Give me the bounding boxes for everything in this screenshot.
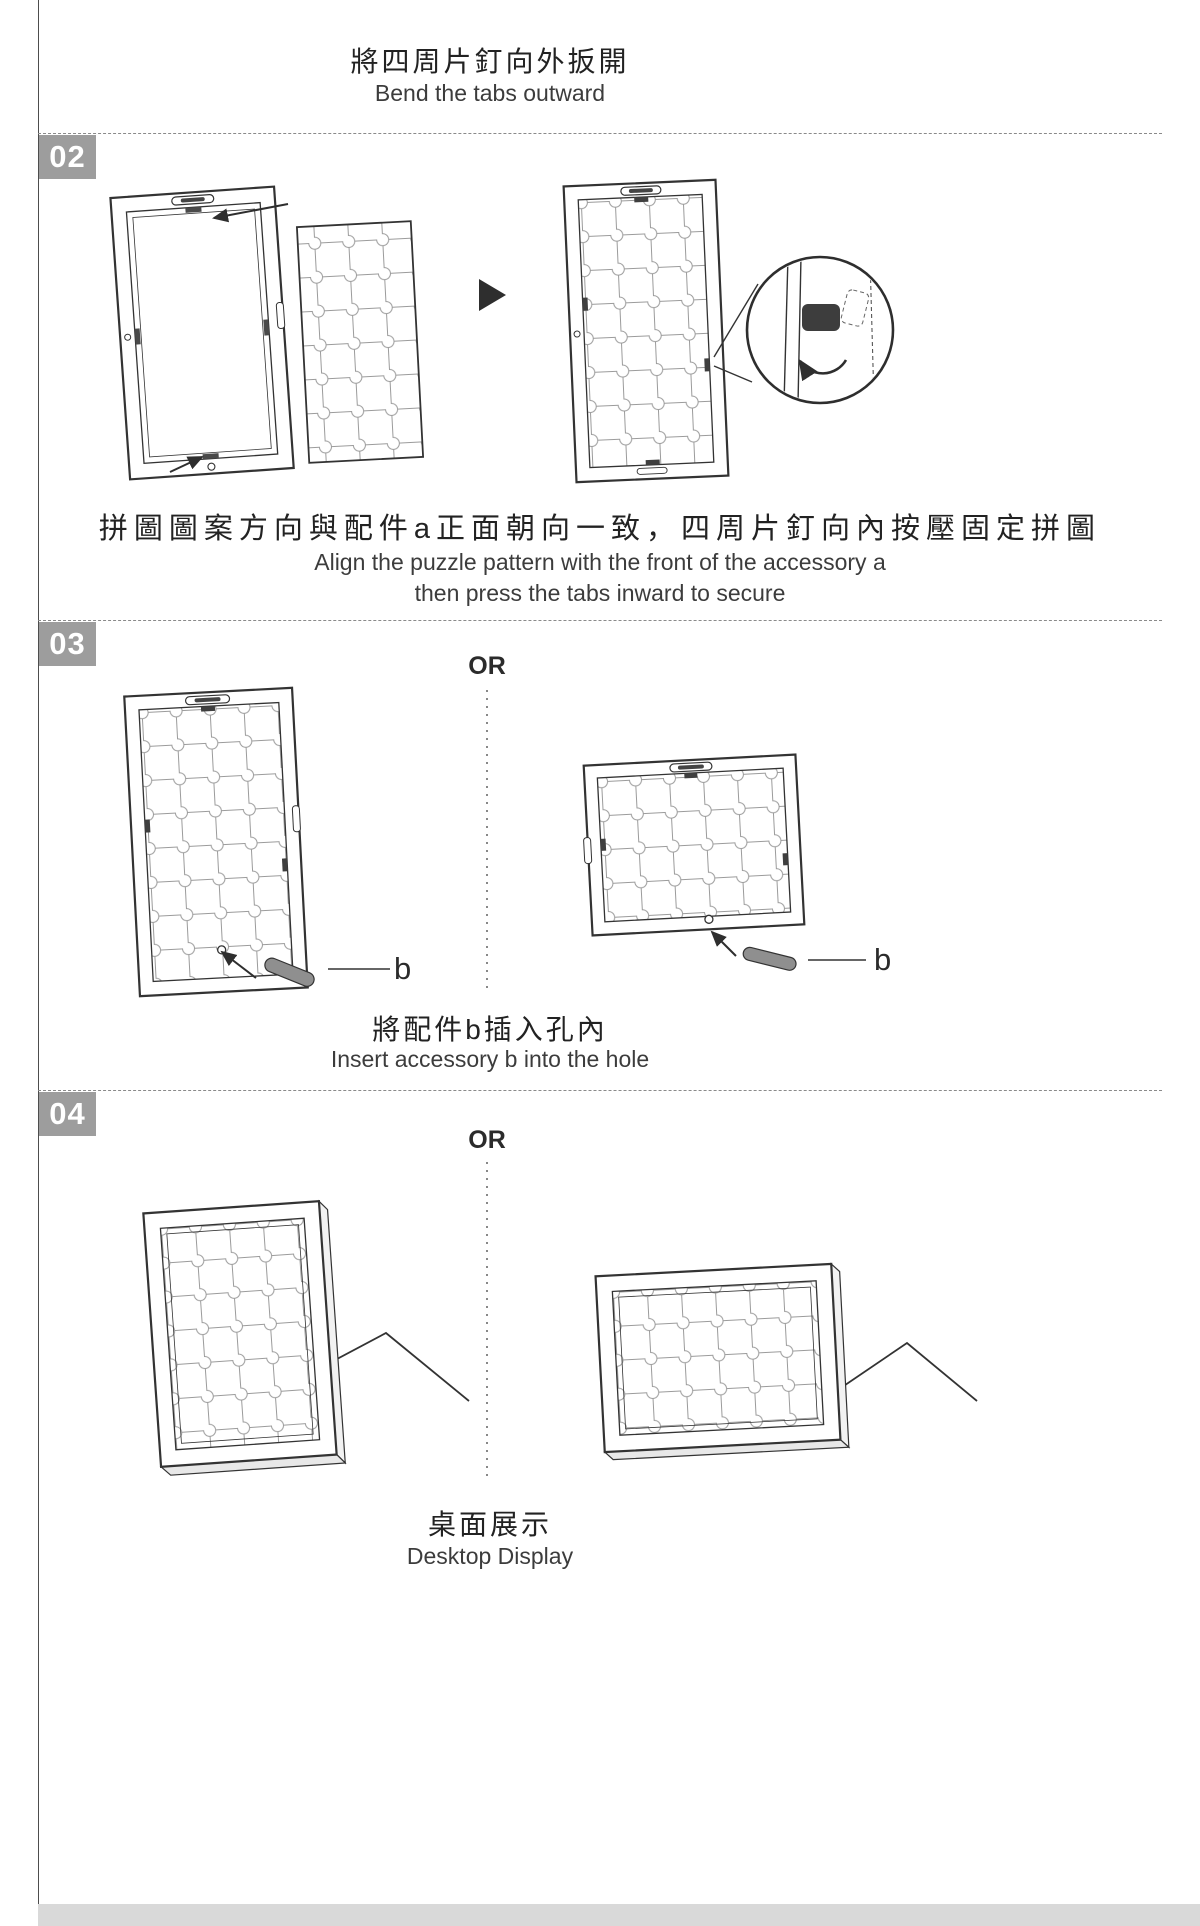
step03-illustration (123, 686, 866, 998)
magnifier-detail (713, 255, 895, 405)
rotate-arrow-icon (798, 358, 848, 382)
standing-landscape-frame (594, 1262, 851, 1461)
tab-ghost-outline (840, 289, 870, 327)
insert-arrow-left-icon (220, 950, 257, 979)
step02-illustration (109, 178, 895, 484)
step02-caption-en-2: then press the tabs inward to secure (414, 580, 786, 606)
step03-caption-en: Insert accessory b into the hole (330, 1046, 650, 1072)
step02-caption-zh: 拼圖圖案方向與配件a正面朝向一致，四周片釘向內按壓固定拼圖 (98, 513, 1102, 545)
insert-hole-right (704, 914, 714, 924)
desk-corner-right (825, 1341, 978, 1402)
step01-caption-en: Bend the tabs outward (374, 80, 606, 106)
step02-caption-en-1: Align the puzzle pattern with the front … (314, 549, 886, 575)
step03-caption-zh: 將配件b插入孔內 (372, 1014, 608, 1045)
accessory-b-label-right: b (874, 942, 892, 977)
left-border-line (38, 0, 39, 1926)
step01-caption-zh: 將四周片釘向外扳開 (350, 46, 630, 77)
accessory-b-icon-right (742, 946, 797, 971)
step04-caption-en: Desktop Display (406, 1543, 574, 1569)
step04-illustration (142, 1162, 978, 1482)
puzzle-sheet (295, 220, 425, 464)
tab-arrow-top-icon (212, 203, 289, 223)
step02-number-badge: 02 (39, 135, 96, 179)
step04-or-label: OR (468, 1126, 506, 1154)
accessory-b-label-left: b (394, 951, 412, 986)
step03-or-label: OR (468, 652, 506, 680)
section-divider-3 (38, 1090, 1162, 1091)
next-step-arrow-icon (479, 279, 506, 311)
section-divider-1 (38, 133, 1162, 134)
tab-icon (802, 304, 840, 331)
next-page-edge-strip (38, 1904, 1200, 1926)
landscape-frame (582, 753, 806, 937)
step04-number-badge: 04 (39, 1092, 96, 1136)
insert-arrow-right-icon (710, 930, 737, 957)
frame-back-view (109, 185, 295, 481)
portrait-frame (123, 686, 309, 998)
tab-arrow-bottom-icon (169, 456, 204, 473)
section-divider-2 (38, 620, 1162, 621)
standing-portrait-frame (142, 1199, 347, 1476)
step03-number-badge: 03 (39, 622, 96, 666)
step04-caption-zh: 桌面展示 (427, 1509, 552, 1540)
frame-with-puzzle (562, 178, 730, 484)
accessory-b-icon-left (264, 957, 315, 987)
